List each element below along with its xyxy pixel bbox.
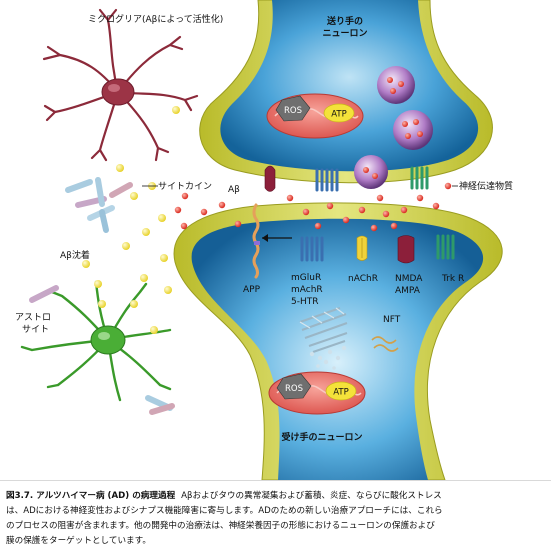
trkr-label: Trk R <box>441 274 464 284</box>
synaptic-vesicle <box>377 66 415 104</box>
nachr-label: nAChR <box>348 274 378 284</box>
caption-line3: のプロセスの阻害が含まれます。他の開発中の治療法は、神経栄養因子の形態におけるニ… <box>6 521 435 531</box>
mglur-label-line3: 5-HTR <box>291 297 319 307</box>
nft-label: NFT <box>383 315 401 325</box>
ros-label-bottom: ROS <box>285 384 303 394</box>
neurotransmitter-dots <box>286 194 440 232</box>
astrocyte-cell <box>20 280 172 402</box>
abeta-deposit-cluster <box>65 177 133 233</box>
abeta-deposit-label: Aβ沈着 <box>60 249 90 261</box>
microglia-cell <box>42 8 199 162</box>
caption-heading: 図3.7. アルツハイマー病 (AD) の病理過程 <box>6 491 176 501</box>
presynaptic-receptor-blue <box>315 168 339 192</box>
abeta-dots <box>174 192 242 230</box>
presynaptic-label-line2: ニューロン <box>322 28 367 39</box>
presynaptic-label-line1: 送り手の <box>326 15 363 27</box>
ad-pathology-diagram: ROS ATP 送り手の ニューロン <box>15 0 513 480</box>
neurotransmitter-label: 神経伝達物質 <box>459 180 513 192</box>
postsynaptic-neuron: ROS ATP APP mGluR mAchR 5-HTR nAChR NMDA… <box>173 202 503 480</box>
caption-line1-text: Aβおよびタウの異常凝集および蓄積、炎症、ならびに酸化ストレス <box>181 491 442 501</box>
mglur-receptor <box>300 236 324 262</box>
cytokine-label: サイトカイン <box>158 181 212 192</box>
nft-tangle <box>299 307 399 370</box>
app-protein <box>252 203 260 279</box>
figure-caption: 図3.7. アルツハイマー病 (AD) の病理過程 Aβおよびタウの異常凝集および… <box>6 489 546 549</box>
nachr-receptor <box>356 235 368 261</box>
ros-marker-bottom: ROS <box>276 373 312 400</box>
caption-line2: は、ADにおける神経変性およびシナプス機能障害に寄与します。ADのための新しい治… <box>6 506 443 516</box>
nmda-label-line2: AMPA <box>395 286 421 296</box>
abeta-deposit <box>145 395 175 415</box>
nmda-label-line1: NMDA <box>395 274 423 284</box>
caption-line1: 図3.7. アルツハイマー病 (AD) の病理過程 Aβおよびタウの異常凝集および… <box>6 489 546 504</box>
synaptic-vesicle-releasing <box>354 155 388 189</box>
astrocyte-label-line2: サイト <box>22 324 49 335</box>
atp-label-bottom: ATP <box>333 388 348 398</box>
atp-marker-top: ATP <box>323 103 355 123</box>
presynaptic-receptor-green <box>410 166 429 190</box>
mglur-label-line2: mAchR <box>291 285 323 295</box>
app-label: APP <box>243 285 261 295</box>
atp-label-top: ATP <box>331 110 346 120</box>
atp-marker-bottom: ATP <box>325 381 357 401</box>
postsynaptic-label: 受け手のニューロン <box>281 431 362 443</box>
abeta-deposit <box>29 285 59 303</box>
caption-line4: 膜の保護をターゲットとしています。 <box>6 536 151 546</box>
microglia-label: ミクログリア(Aβによって活性化) <box>88 13 223 25</box>
presynaptic-receptor-red <box>264 165 276 192</box>
ros-label-top: ROS <box>284 106 302 116</box>
abeta-label: Aβ <box>228 185 240 195</box>
synaptic-vesicle <box>393 110 433 150</box>
trk-receptor <box>436 234 455 260</box>
astrocyte-label-line1: アストロ <box>15 313 51 323</box>
arrow-left-icon <box>262 234 292 242</box>
neurotransmitter-marker <box>444 182 458 190</box>
mglur-label-line1: mGluR <box>291 273 321 283</box>
presynaptic-neuron: ROS ATP 送り手の ニューロン <box>199 0 493 192</box>
ros-marker-top: ROS <box>275 95 311 122</box>
caption-divider <box>0 480 551 481</box>
nmda-ampa-receptor <box>397 235 415 264</box>
cytokine-dots <box>82 106 180 334</box>
